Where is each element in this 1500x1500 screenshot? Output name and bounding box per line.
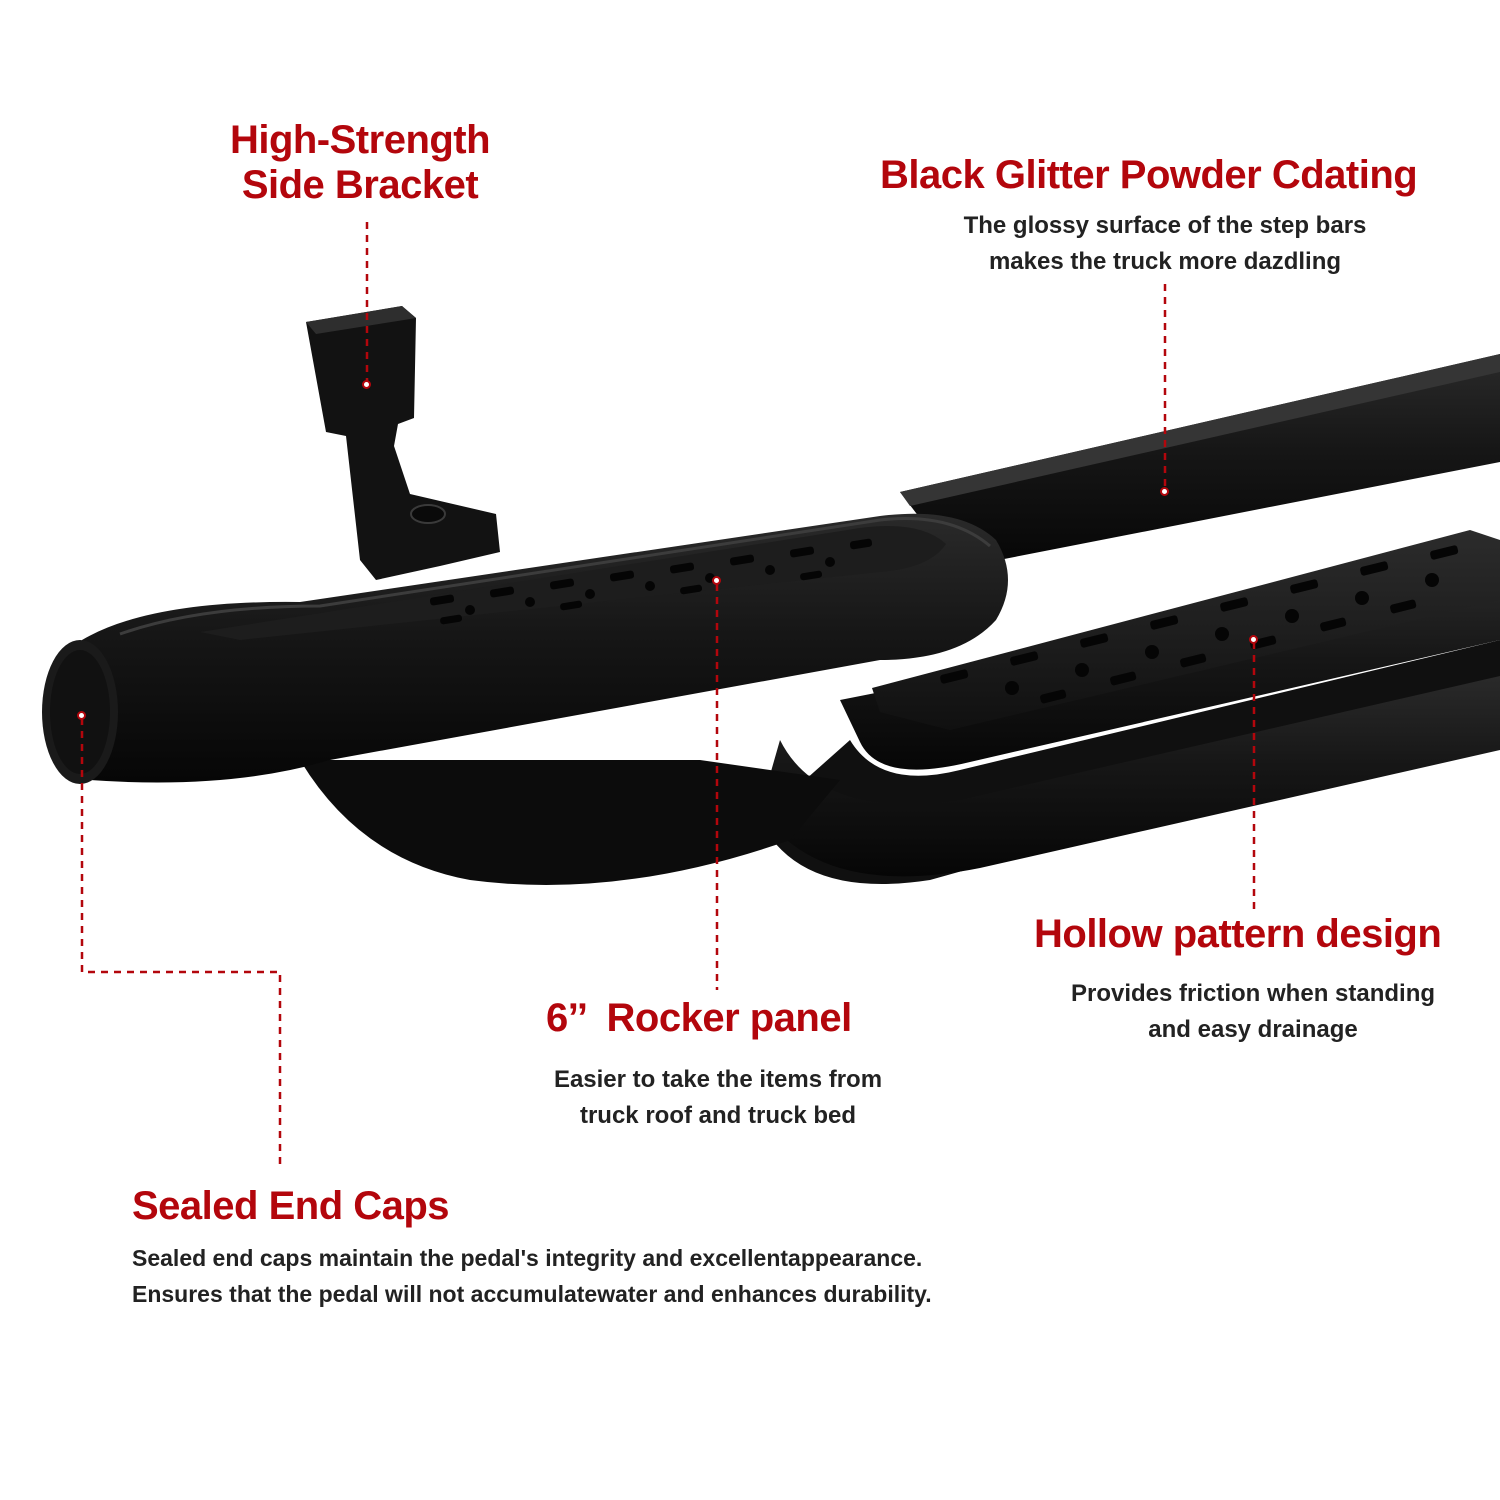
endcaps-callout-desc: Sealed end caps maintain the pedal's int… [132,1240,1052,1312]
bracket-title-line2: Side Bracket [241,162,479,207]
front-loop-tube [760,676,1500,877]
marker-dot-icon [77,711,86,720]
rocker-callout-title: 6’’ Rocker panel [546,996,852,1040]
endcaps-desc-line1: Sealed end caps maintain the pedal's int… [132,1245,923,1271]
hollow-step-plate [872,530,1500,730]
endcaps-callout-title: Sealed End Caps [132,1184,450,1228]
bracket-callout-title: High-Strength Side Bracket [190,118,530,208]
leader-lines [80,222,1256,1164]
rocker-desc-line2: truck roof and truck bed [579,1102,857,1129]
coating-callout-desc: The glossy surface of the step bars make… [920,208,1410,280]
endcaps-desc-line2: Ensures that the pedal will not accumula… [132,1281,932,1307]
endcaps-leader-line [80,718,282,1164]
marker-dot-icon [712,576,721,585]
marker-dot-icon [1249,635,1258,644]
upper-tube [900,354,1500,568]
hollow-desc-line1: Provides friction when standing [1070,980,1436,1007]
coating-desc-line1: The glossy surface of the step bars [963,212,1367,239]
coating-callout-title: Black Glitter Powder Cdating [880,153,1418,197]
hollow-callout-desc: Provides friction when standing and easy… [1028,976,1478,1048]
marker-dot-icon [1160,487,1169,496]
rocker-desc-line1: Easier to take the items from [553,1066,883,1093]
marker-dot-icon [362,380,371,389]
hollow-callout-title: Hollow pattern design [1034,912,1442,956]
side-bracket [306,306,500,580]
hollow-desc-line2: and easy drainage [1148,1016,1358,1043]
coating-desc-line2: makes the truck more dazdling [988,248,1342,275]
bracket-title-line1: High-Strength [229,118,491,162]
rocker-callout-desc: Easier to take the items from truck roof… [500,1062,936,1134]
